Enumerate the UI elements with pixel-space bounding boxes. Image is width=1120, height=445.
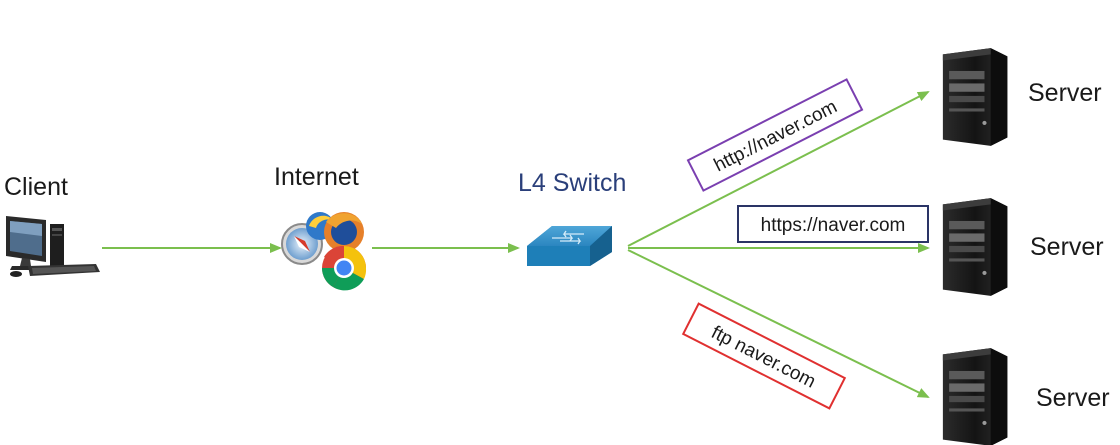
- server-tower-icon: [942, 198, 1008, 296]
- server-2-label: Server: [1030, 233, 1104, 261]
- server-tower-icon: [942, 48, 1008, 146]
- switch-to-server-1-arrow: [627, 91, 930, 247]
- server-3-label: Server: [1036, 384, 1110, 412]
- route-label-https: https://naver.com: [737, 205, 929, 243]
- route-label-ftp: ftp naver.com: [681, 302, 847, 410]
- network-switch-icon: [527, 226, 612, 266]
- switch-label: L4 Switch: [518, 169, 626, 197]
- internet-label: Internet: [274, 163, 359, 191]
- client-label: Client: [4, 173, 68, 201]
- desktop-computer-icon: [6, 216, 100, 277]
- server-1-label: Server: [1028, 79, 1102, 107]
- web-browsers-icon: [281, 212, 367, 291]
- route-label-http: http://naver.com: [686, 78, 864, 192]
- route-label-https-text: https://naver.com: [761, 215, 906, 236]
- route-label-http-text: http://naver.com: [711, 96, 841, 176]
- server-tower-icon: [942, 348, 1008, 445]
- switch-to-server-3-arrow: [627, 249, 930, 398]
